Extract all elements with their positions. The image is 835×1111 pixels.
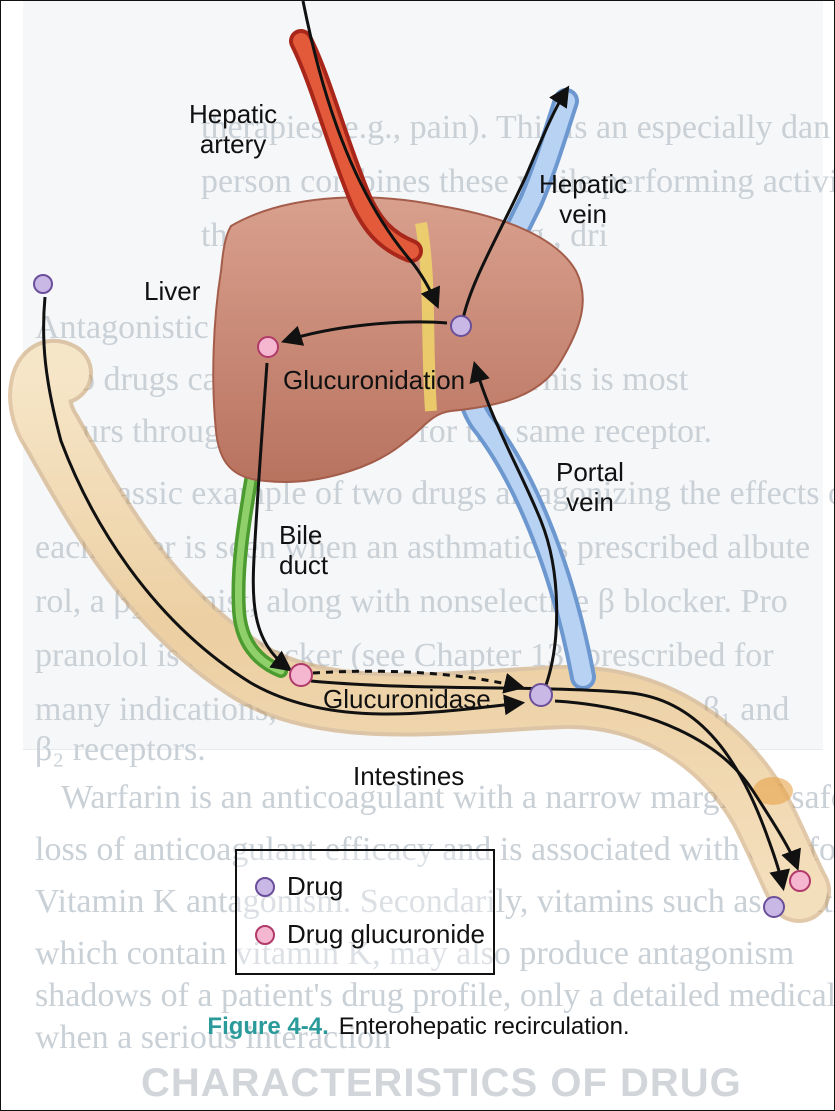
label-bile-duct: Bile duct (279, 520, 329, 580)
label-glucuronidation: Glucuronidation (283, 365, 466, 395)
drug-dot-gut (529, 683, 553, 707)
label-hepatic-artery: Hepatic artery (189, 99, 278, 159)
label-hepatic-vein: Hepatic vein (539, 169, 628, 229)
arrow-glucuronidation (281, 320, 448, 346)
label-glucuronidase: Glucuronidase (323, 684, 491, 714)
caption-text: Enterohepatic recirculation. (338, 1013, 630, 1040)
glucuronide-dot-exit (789, 870, 811, 892)
drug-dot-liver (450, 315, 472, 337)
label-portal-vein: Portal vein (556, 457, 624, 517)
label-liver: Liver (144, 276, 201, 306)
liver (212, 196, 584, 483)
drug-glucuronide-swatch (255, 924, 275, 945)
legend: Drug Drug glucuronide (235, 849, 495, 975)
glucuronide-dot-gut (289, 663, 313, 687)
legend-label-drug-glucuronide: Drug glucuronide (287, 919, 486, 949)
arrow-liver-to-hepatic-vein (461, 85, 570, 320)
drug-swatch (255, 876, 275, 897)
legend-item-drug: Drug (255, 871, 343, 902)
background-heading: CHARACTERISTICS OF DRUG INTERACTIONS (141, 1061, 742, 1110)
figure-caption: Figure 4-4. Enterohepatic recirculation. (1, 1013, 834, 1041)
drug-dot-intake (33, 274, 53, 294)
arrow-drug-intake (42, 296, 526, 716)
legend-item-drug-glucuronide: Drug glucuronide (255, 919, 485, 950)
arrow-gut-to-portal (469, 360, 559, 686)
arrow-to-excretion-1 (310, 679, 790, 892)
arrow-glucuronidase (312, 669, 526, 694)
intestine-shadow (753, 777, 793, 805)
label-intestines: Intestines (353, 761, 465, 791)
drug-dot-exit (763, 896, 785, 918)
glucuronide-dot-liver (257, 336, 279, 358)
legend-label-drug: Drug (287, 871, 344, 901)
arrow-artery-to-liver (301, 1, 441, 309)
arrow-bile-down (251, 362, 293, 672)
figure-number: Figure 4-4. (207, 1013, 329, 1040)
arrow-to-excretion-2 (554, 699, 801, 871)
intestine (8, 339, 831, 923)
